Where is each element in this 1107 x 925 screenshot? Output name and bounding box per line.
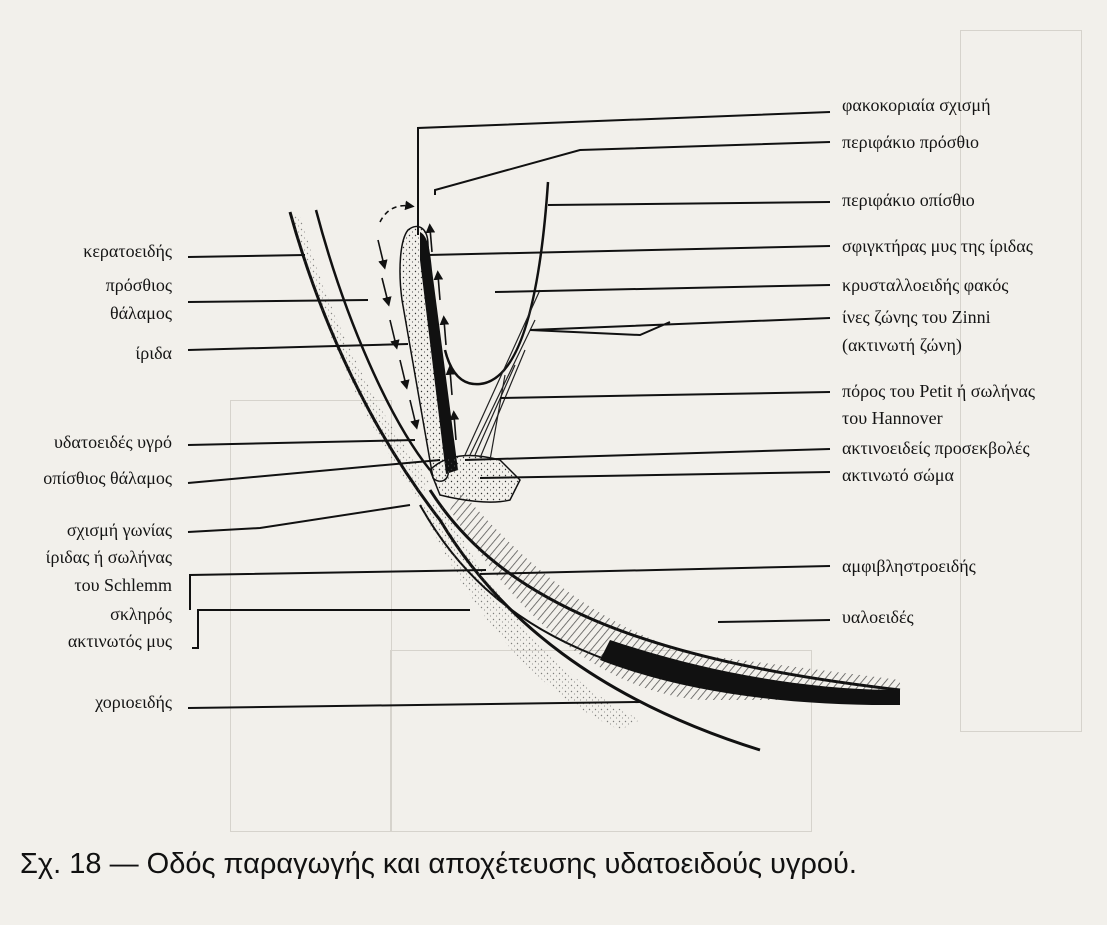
label-anterior-capsule: περιφάκιο πρόσθιο: [842, 131, 979, 153]
label-ciliary-body: ακτινωτό σώμα: [842, 464, 954, 486]
label-choroid: χοριοειδής: [95, 691, 172, 713]
leader-anterior-chamber: [188, 300, 368, 302]
label-schlemm-1: σχισμή γωνίας: [67, 519, 172, 541]
label-schlemm-3: του Schlemm: [74, 574, 172, 596]
ciliary-body: [430, 456, 520, 503]
zonular-fibres: [465, 290, 540, 460]
leader-periphakio-posterior: [548, 202, 830, 205]
label-lens: κρυσταλλοειδής φακός: [842, 274, 1008, 296]
label-retina: αμφιβληστροειδής: [842, 555, 976, 577]
figure-caption: Σχ. 18 — Οδός παραγωγής και αποχέτευσης …: [20, 848, 857, 881]
label-iris: ίριδα: [135, 342, 172, 364]
label-ciliary-muscle: ακτινωτός μυς: [68, 630, 172, 652]
label-petit-canal-2: του Hannover: [842, 407, 943, 429]
label-petit-canal-1: πόρος του Petit ή σωλήνας: [842, 380, 1035, 402]
leader-aqueous: [188, 440, 415, 445]
label-zinn-fibres-2: (ακτινωτή ζώνη): [842, 334, 962, 356]
leader-sphincter: [428, 246, 830, 255]
label-phakocoreal-cleft: φακοκοριαία σχισμή: [842, 94, 991, 116]
label-zinn-fibres-1: ίνες ζώνης του Zinni: [842, 306, 991, 328]
label-schlemm-2: ίριδας ή σωλήνας: [46, 546, 172, 568]
label-aqueous-humour: υδατοειδές υγρό: [54, 431, 172, 453]
label-anterior-chamber-1: πρόσθιος: [106, 274, 172, 296]
leader-choroid: [188, 702, 640, 708]
label-ciliary-processes: ακτινοειδείς προσεκβολές: [842, 437, 1030, 459]
label-posterior-capsule: περιφάκιο οπίσθιο: [842, 189, 975, 211]
label-cornea: κερατοειδής: [83, 240, 172, 262]
leader-zonules: [530, 318, 830, 335]
leader-phakocoreal: [418, 112, 830, 235]
label-anterior-chamber-2: θάλαμος: [110, 302, 172, 324]
leader-bracket-ciliary-muscle: [192, 610, 470, 648]
leader-cornea: [188, 255, 305, 257]
leader-ciliary-processes: [465, 449, 830, 460]
label-iris-sphincter: σφιγκτήρας μυς της ίριδας: [842, 235, 1033, 257]
leader-ciliary-body: [480, 472, 830, 478]
lens-outline: [445, 182, 548, 384]
label-vitreous: υαλοειδές: [842, 606, 914, 628]
leader-iris: [188, 344, 408, 350]
leader-petit: [500, 392, 830, 398]
leader-vitreous: [718, 620, 830, 622]
label-sclera: σκληρός: [110, 603, 172, 625]
choroid-stipple: [420, 500, 640, 730]
leader-periphakio-anterior: [435, 142, 830, 195]
leader-schlemm: [188, 505, 410, 532]
label-posterior-chamber: οπίσθιος θάλαμος: [43, 467, 172, 489]
leader-bracket-sclera: [190, 570, 486, 610]
leader-lens: [495, 285, 830, 292]
